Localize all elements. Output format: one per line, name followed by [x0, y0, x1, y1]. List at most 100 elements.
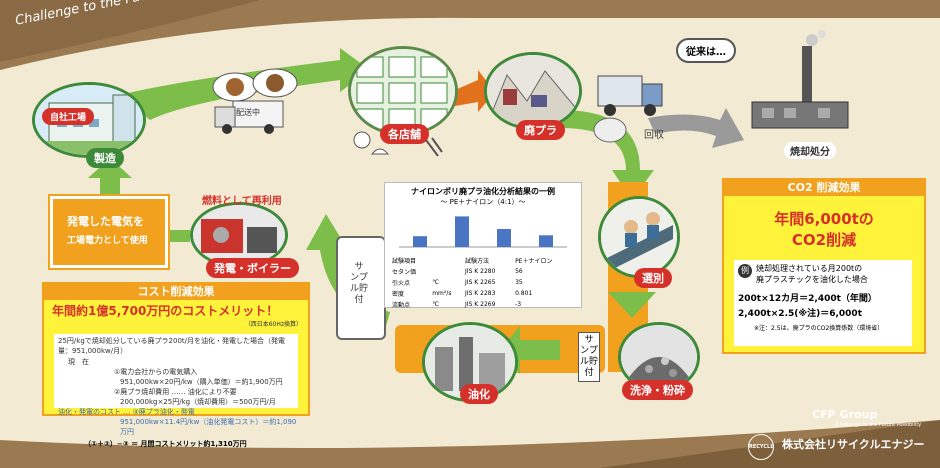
table-cell: 0.801	[515, 290, 533, 297]
cost-a: ③廃プラ油化・発電	[132, 408, 195, 416]
analysis-subtitle: 〜 PE＋ナイロン（4:1）〜	[440, 198, 526, 206]
label-incineration: 焼却処分	[784, 142, 836, 159]
sample-tank	[336, 236, 386, 340]
waste-illustration	[487, 55, 579, 127]
table-cell: 密度	[392, 291, 405, 298]
delivery-illustration	[212, 68, 298, 134]
footer-logo-icon: RECYCLE ENERGY	[748, 434, 774, 460]
table-row: セタン価 JIS K 2280 56	[391, 266, 575, 277]
co2-panel: CO2 削減効果 年間6,000tの CO2削減 例 焼却処理されている月200…	[722, 178, 926, 354]
chart-bar	[413, 236, 427, 247]
collection-truck-illustration	[593, 75, 663, 143]
analysis-table: 試験項目 試験方法 PE＋ナイロン セタン価 JIS K 2280 56 引火点 ℃ J…	[391, 255, 575, 310]
label-boiler: 発電・ボイラー	[206, 258, 299, 278]
washing-illustration	[621, 325, 697, 389]
stores-illustration	[351, 49, 455, 133]
footer-group: CFP Group	[812, 408, 878, 421]
cost-panel: コスト削減効果 年間約1億5,700万円のコストメリット！ （西日本60Hz換算…	[42, 282, 310, 448]
table-cell: 引火点	[392, 280, 411, 287]
table-header: PE＋ナイロン	[515, 258, 553, 265]
arrow-conventional	[648, 108, 744, 148]
arrow-sort-to-wash	[608, 292, 656, 318]
power-reuse-box: 発電した電気を 工場電力として使用	[50, 196, 168, 268]
sorting-illustration	[601, 199, 677, 275]
co2-desc1: 焼却処理されている月200tの	[756, 264, 863, 273]
analysis-title: ナイロンポリ廃プラ油化分析結果の一例	[411, 187, 555, 196]
arrow-oil-to-boiler	[306, 214, 390, 330]
label-collection: 回収	[644, 130, 664, 141]
co2-headline1: 年間6,000tの	[774, 210, 874, 228]
sample-tag-right: サンプル貯付	[578, 332, 600, 382]
chart-bar	[497, 229, 511, 247]
cost-current-b-val: 200,000kg×25円/kg（焼却費用）＝500万円/月	[120, 398, 276, 406]
factory-sign: 自社工場	[42, 108, 95, 125]
table-cell: JIS K 2265	[465, 279, 496, 286]
footer-company: 株式会社リサイクルエナジー	[782, 438, 925, 451]
table-cell	[431, 266, 464, 277]
label-manufacture: 製造	[86, 148, 124, 168]
sample-tag-left: サンプル貯付	[350, 262, 369, 305]
table-header-row: 試験項目 試験方法 PE＋ナイロン	[391, 255, 575, 266]
cost-current: 現 在	[68, 358, 89, 366]
boiler-illustration	[193, 205, 285, 265]
table-cell: 35	[515, 279, 523, 286]
factory-circle	[32, 82, 146, 158]
table-cell: -3	[515, 301, 522, 308]
footer-group-tag: Challenge to the Future Possibility	[836, 422, 922, 428]
label-liquefaction: 油化	[460, 384, 498, 404]
cost-line1: 25円/kgで焼却処分している廃プラ200t/月を油化・発電した場合（発電量：9…	[58, 337, 286, 355]
label-washing: 洗浄・粉砕	[622, 380, 693, 400]
table-cell: JIS K 2280	[465, 268, 496, 275]
table-cell: 56	[515, 268, 523, 275]
cost-current-b: ②廃プラ焼却費用 …… 油化により不要	[114, 388, 237, 396]
analysis-panel: ナイロンポリ廃プラ油化分析結果の一例 〜 PE＋ナイロン（4:1）〜 試験項目 …	[384, 182, 582, 310]
cost-formula: （①＋②）−③ ＝ 月間コストメリット約1,310万円	[84, 440, 247, 448]
chart-bar	[455, 216, 469, 247]
power-reuse-line2: 工場電力として使用	[67, 236, 148, 246]
table-row: 引火点 ℃ JIS K 2265 35	[391, 277, 575, 288]
co2-note: ※注：2.5は、廃プラのCO2換算係数（環境省）	[754, 325, 884, 332]
table-cell: JIS K 2283	[465, 290, 496, 297]
cost-current-a: ①電力会社からの電気購入	[114, 368, 198, 376]
arrow-power-to-factory	[88, 158, 132, 195]
table-cell: ℃	[432, 301, 439, 308]
table-cell: ℃	[432, 279, 439, 286]
incinerator-illustration	[751, 30, 849, 129]
co2-detail-box: 例 焼却処理されている月200tの 廃プラスチックを油化した場合 200t×12…	[734, 260, 912, 346]
label-sorting: 選別	[634, 268, 672, 288]
label-fuel-reuse: 燃料として再利用	[202, 196, 282, 207]
arrow-waste-to-sorting	[560, 110, 654, 200]
co2-headline2: CO2削減	[791, 231, 857, 249]
label-delivery: 配送中	[236, 108, 260, 117]
cost-label-text: 油化・発電のコスト	[58, 408, 121, 416]
table-cell: セタン価	[392, 269, 417, 276]
cost-detail-box: 25円/kgで焼却処分している廃プラ200t/月を油化・発電した場合（発電量：9…	[54, 334, 298, 448]
table-header: 試験項目	[392, 258, 417, 265]
cost-headline: 年間約1億5,700万円のコストメリット！	[52, 304, 279, 318]
table-cell: mm²/s	[432, 290, 452, 297]
co2-calc1: 200t×12カ月＝2,400t（年間）	[738, 294, 877, 304]
cost-note: （西日本60Hz換算）	[244, 321, 302, 328]
label-stores: 各店舗	[380, 124, 429, 144]
table-cell: JIS K 2269	[465, 301, 496, 308]
cost-a-val: 951,000kw×11.4円/kw（油化発電コスト）＝約1,090万円	[120, 418, 297, 436]
co2-badge: 例	[738, 264, 752, 278]
cost-label: 油化・発電のコスト … ③廃プラ油化・発電	[58, 408, 195, 416]
table-header	[431, 255, 464, 266]
stores-circle	[348, 46, 458, 136]
table-row: 流動点 ℃ JIS K 2269 -3	[391, 299, 575, 310]
chart-bar	[539, 235, 553, 247]
cost-title: コスト削減効果	[44, 284, 308, 300]
power-reuse-line1: 発電した電気を	[67, 215, 144, 228]
tableware-icon	[353, 131, 443, 157]
waste-circle	[484, 52, 582, 130]
cost-current-a-val: 951,000kw×20円/kw（購入単価）＝約1,900万円	[120, 378, 283, 386]
table-row: 密度 mm²/s JIS K 2283 0.801	[391, 288, 575, 299]
sorting-circle	[598, 196, 680, 278]
boiler-circle	[190, 202, 288, 268]
table-header: 試験方法	[465, 258, 490, 265]
table-cell: 流動点	[392, 302, 411, 309]
co2-title: CO2 削減効果	[724, 180, 924, 196]
analysis-chart	[399, 216, 567, 248]
